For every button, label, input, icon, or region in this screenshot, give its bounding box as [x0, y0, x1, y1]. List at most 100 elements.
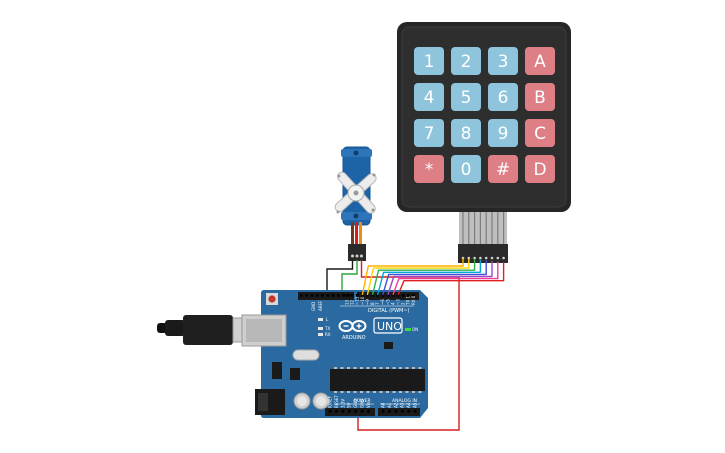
servo-horn-hole [371, 208, 375, 212]
digital-pin-label: ~9 [365, 299, 370, 305]
key-A[interactable]: A [525, 47, 555, 75]
power-pin-hole[interactable] [335, 410, 338, 413]
led-l-label: L [326, 317, 329, 322]
gnd-label: GND [311, 302, 316, 311]
servo-screw-hole [353, 213, 359, 219]
power-pin-hole[interactable] [367, 410, 370, 413]
key-label: * [425, 160, 434, 180]
keypad-header-pin [490, 256, 494, 260]
digital-pin-label: RX 0 [411, 295, 416, 305]
digital-pin-hole[interactable] [361, 294, 364, 297]
key-D[interactable]: D [525, 155, 555, 183]
header-pin-hole [321, 294, 324, 297]
key-4[interactable]: 4 [414, 83, 444, 111]
chip-pin [405, 391, 409, 393]
key-9[interactable]: 9 [488, 119, 518, 147]
servo-motor[interactable] [333, 146, 378, 261]
usb-cable-strain [165, 320, 185, 336]
digital-pin-hole[interactable] [396, 294, 400, 297]
digital-pin-hole[interactable] [345, 294, 349, 297]
chip-pin [360, 391, 363, 393]
header-pin-hole [315, 294, 319, 297]
key-C[interactable]: C [525, 119, 555, 147]
analog-pin-hole[interactable] [401, 410, 404, 413]
key-label: A [534, 52, 546, 72]
analog-pin-hole[interactable] [394, 410, 398, 413]
analog-pin-label: A5 [413, 402, 418, 408]
dc-jack-inner [258, 393, 268, 411]
power-pin-hole[interactable] [328, 410, 332, 413]
key-5[interactable]: 5 [451, 83, 481, 111]
usb-cable-end [157, 323, 167, 333]
digital-pin-hole[interactable] [407, 294, 410, 297]
digital-pin-hole[interactable] [371, 294, 374, 297]
chip-pin [392, 391, 396, 393]
keypad-connector [458, 212, 508, 263]
digital-pin-hole[interactable] [356, 294, 359, 297]
uno-badge [373, 317, 403, 334]
header-pin-hole [310, 294, 314, 297]
wire-keypad-6 [392, 261, 499, 296]
arduino-brand-label: ARDUINO [342, 335, 366, 341]
key-8[interactable]: 8 [451, 119, 481, 147]
wire-servo-ground [326, 260, 354, 293]
key-0[interactable]: 0 [451, 155, 481, 183]
key-label: 1 [424, 52, 435, 72]
digital-pin-hole[interactable] [412, 294, 415, 297]
analog-pin-hole[interactable] [381, 410, 385, 413]
key-3[interactable]: 3 [488, 47, 518, 75]
analog-pin-hole[interactable] [413, 410, 417, 413]
digital-pin-hole[interactable] [386, 294, 390, 297]
uno-label: UNO [377, 320, 402, 333]
servo-cable-orange [359, 222, 362, 244]
capacitor-top [297, 396, 307, 406]
key-cap [488, 119, 518, 147]
digital-pin-hole[interactable] [376, 294, 379, 297]
power-pin-hole[interactable] [341, 410, 345, 413]
chip-pin [405, 367, 409, 369]
digital-pin-hole[interactable] [391, 294, 395, 297]
analog-pin-hole[interactable] [388, 410, 391, 413]
key-*[interactable]: * [414, 155, 444, 183]
digital-pin-hole[interactable] [366, 294, 369, 297]
wire-keypad-4 [382, 260, 487, 296]
key-6[interactable]: 6 [488, 83, 518, 111]
key-B[interactable]: B [525, 83, 555, 111]
digital-pin-hole[interactable] [381, 294, 385, 297]
chip-pin [347, 391, 350, 393]
icsp-header [290, 368, 300, 380]
digital-header-left [298, 292, 354, 300]
wire-keypad-1 [366, 258, 470, 296]
key-2[interactable]: 2 [451, 47, 481, 75]
reset-button[interactable] [268, 295, 276, 303]
power-pin-hole[interactable] [348, 410, 351, 413]
analog-pin-hole[interactable] [407, 410, 410, 413]
power-section-label: POWER [354, 398, 371, 404]
key-#[interactable]: # [488, 155, 518, 183]
power-pin-label: GND [360, 399, 365, 408]
key-label: 6 [498, 88, 509, 108]
power-pin-label: IOREF [328, 395, 333, 408]
usb-cable [157, 315, 246, 345]
header-pin-hole [337, 294, 340, 297]
key-7[interactable]: 7 [414, 119, 444, 147]
key-1[interactable]: 1 [414, 47, 444, 75]
digital-pin-hole[interactable] [401, 294, 405, 297]
wire-keypad-5 [387, 261, 493, 296]
power-pin-hole[interactable] [360, 410, 364, 413]
key-cap [488, 83, 518, 111]
chip-pin [379, 391, 383, 393]
analog-pin-label: A3 [400, 402, 405, 408]
chip-pin [340, 391, 344, 393]
servo-horn-hole [336, 210, 340, 214]
digital-pin-hole[interactable] [350, 294, 354, 297]
chip-pin [418, 367, 422, 369]
servo-pin [355, 254, 359, 258]
chip-pin [412, 367, 415, 369]
key-cap [451, 47, 481, 75]
power-pin-hole[interactable] [354, 410, 357, 413]
key-label: 5 [461, 88, 472, 108]
